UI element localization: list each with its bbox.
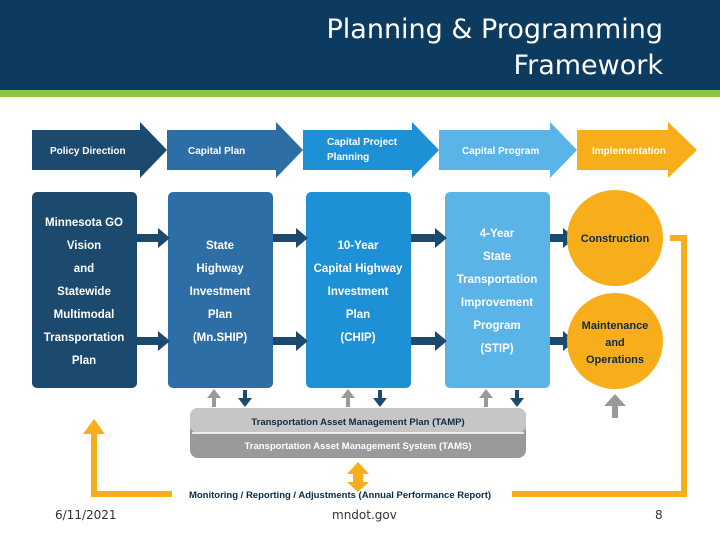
feedback-up-arrowhead (83, 419, 105, 434)
box-chip (306, 192, 411, 388)
footer-page-number: 8 (655, 508, 663, 522)
circle-construction (567, 190, 663, 286)
gov-line-2: Vision (67, 240, 101, 252)
arrow-maintenance-up (604, 394, 626, 418)
text-minnesota-go: Minnesota GO Vision and Statewide Multim… (44, 217, 125, 367)
stip-line-3: Transportation (457, 274, 538, 286)
text-stip: 4-Year State Transportation Improvement … (457, 228, 538, 355)
mnship-line-4: Plan (208, 309, 232, 321)
arrow-chip-to-stip-upper (411, 228, 447, 248)
phase-label-capital-project-planning-1: Capital Project (327, 137, 398, 148)
footer-site: mndot.gov (332, 508, 397, 522)
phase-label-implementation: Implementation (592, 146, 666, 157)
header-accent-bar (0, 90, 720, 97)
phase-label-capital-plan: Capital Plan (188, 146, 245, 157)
gov-line-7: Plan (72, 355, 96, 367)
gov-line-1: Minnesota GO (45, 217, 123, 229)
arrow-mnship-down (238, 390, 252, 407)
stip-line-2: State (483, 251, 511, 263)
tams-label: Transportation Asset Management System (… (245, 441, 472, 452)
arrow-up-1 (207, 389, 221, 407)
phase-arrow-implementation (577, 122, 697, 178)
arrow-chip-down (373, 390, 387, 407)
arrow-stip-down (510, 390, 524, 407)
gov-line-3: and (74, 263, 94, 275)
phase-arrow-capital-plan (167, 122, 303, 178)
stip-line-5: Program (473, 320, 520, 332)
chip-line-3: Investment (328, 286, 389, 298)
feedback-center-double-arrow (347, 462, 369, 492)
mnship-line-5: (Mn.SHIP) (193, 332, 247, 344)
circle-maintenance (567, 293, 663, 389)
chip-line-4: Plan (346, 309, 370, 321)
box-minnesota-go (32, 192, 137, 388)
footer-date: 6/11/2021 (55, 508, 117, 522)
phase-label-capital-project-planning-2: Planning (327, 152, 369, 163)
text-mnship: State Highway Investment Plan (Mn.SHIP) (190, 240, 251, 344)
tamp-band (190, 408, 526, 433)
gov-line-6: Transportation (44, 332, 125, 344)
feedback-left-line (91, 432, 172, 497)
maintenance-line-3: Operations (586, 354, 644, 366)
text-chip: 10-Year Capital Highway Investment Plan … (314, 240, 403, 344)
stip-line-4: Improvement (461, 297, 533, 309)
slide-header (0, 0, 720, 90)
asset-connectors (207, 389, 626, 418)
arrow-up-3 (479, 389, 493, 407)
mnship-line-2: Highway (196, 263, 244, 275)
phase-arrow-capital-project-planning (303, 122, 439, 178)
feedback-right-bracket (512, 235, 687, 497)
box-stip (445, 192, 550, 388)
arrow-chip-to-stip-lower (411, 331, 447, 351)
mnship-line-3: Investment (190, 286, 251, 298)
phase-label-policy-direction: Policy Direction (50, 146, 126, 157)
stip-line-6: (STIP) (480, 343, 513, 355)
phase-arrow-capital-program (439, 122, 577, 178)
phase-label-capital-program: Capital Program (462, 146, 539, 157)
arrow-up-2 (341, 389, 355, 407)
tamp-label: Transportation Asset Management Plan (TA… (251, 417, 464, 428)
maintenance-line-1: Maintenance (582, 320, 649, 332)
slide-title: Planning & Programming Framework (163, 12, 664, 84)
construction-label: Construction (581, 233, 650, 245)
arrow-gov-to-mnship-upper (137, 228, 170, 248)
chip-line-2: Capital Highway (314, 263, 403, 275)
feedback-label: Monitoring / Reporting / Adjustments (An… (189, 490, 491, 501)
title-line-1: Planning & Programming (326, 14, 664, 45)
arrow-mnship-to-chip-lower (273, 331, 308, 351)
mnship-line-1: State (206, 240, 234, 252)
chip-line-5: (CHIP) (340, 332, 375, 344)
maintenance-line-2: and (605, 337, 625, 349)
stip-line-1: 4-Year (480, 228, 515, 240)
gov-line-5: Multimodal (54, 309, 115, 321)
arrow-gov-to-mnship-lower (137, 331, 170, 351)
arrow-mnship-to-chip-upper (273, 228, 308, 248)
phase-arrow-policy-direction (32, 122, 167, 178)
gov-line-4: Statewide (57, 286, 111, 298)
box-mnship (168, 192, 273, 388)
text-maintenance: Maintenance and Operations (582, 320, 649, 366)
title-line-2: Framework (513, 50, 663, 81)
feedback-loop (91, 235, 687, 497)
chip-line-1: 10-Year (338, 240, 379, 252)
